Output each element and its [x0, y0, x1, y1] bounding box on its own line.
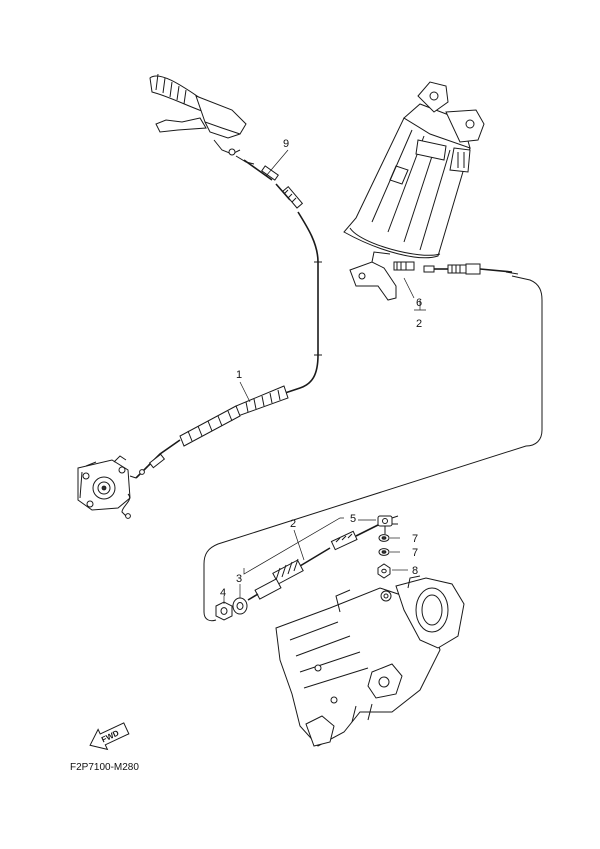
cable-2: [247, 523, 381, 601]
callout-8: 8: [412, 565, 418, 577]
lever-housing: [77, 455, 137, 519]
washer-3: [232, 597, 248, 615]
callout-2-lower: 2: [290, 518, 296, 530]
fwd-arrow-icon: FWD: [89, 722, 130, 751]
callout-1: 1: [236, 369, 242, 381]
callout-7-lower: 7: [412, 547, 418, 559]
connector-5: [377, 515, 399, 534]
washer-7b: [378, 548, 390, 556]
callout-4: 4: [220, 587, 226, 599]
diagram-code: F2P7100-M280: [70, 762, 139, 773]
handlebar-assembly: [149, 73, 255, 165]
callouts: 9 1 6 2 2 5 3 4 3 7 7 8: [220, 138, 422, 599]
callout-2-upper: 2: [416, 318, 422, 330]
nut-8: [377, 563, 391, 579]
routing-line: [203, 275, 543, 622]
nut-4: [215, 601, 233, 621]
bracket-joint: [349, 251, 415, 301]
cable-end-right: [423, 263, 519, 275]
steering-column: [343, 81, 485, 259]
callout-9: 9: [283, 138, 289, 150]
callout-5: 5: [350, 513, 356, 525]
callout-7-upper: 7: [412, 533, 418, 545]
callout-3-lower: 3: [236, 573, 242, 585]
washer-7a: [378, 534, 390, 542]
cable-1: [135, 354, 319, 479]
leader-lines: [223, 149, 426, 604]
jet-pump: [275, 575, 465, 747]
callout-6: 6: [416, 297, 422, 309]
cable-9: [243, 159, 322, 356]
